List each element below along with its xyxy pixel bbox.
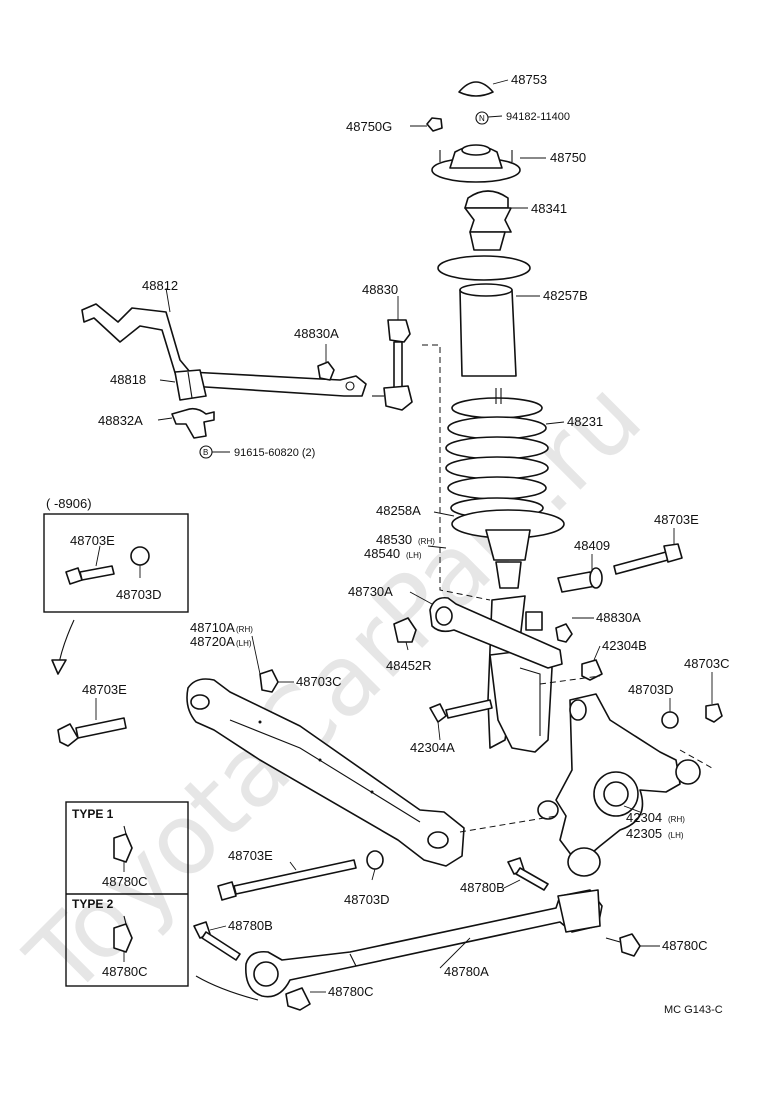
bush-48780C-bottom[interactable] [285, 987, 311, 1011]
lower-arm-48780A[interactable] [245, 889, 603, 998]
axle-carrier-42304[interactable] [537, 693, 701, 877]
label-48452R: 48452R [386, 658, 432, 673]
bolt-48703E-low[interactable] [217, 859, 357, 901]
bush-42304B[interactable] [581, 659, 603, 681]
label-42304-rh: (RH) [668, 815, 685, 824]
stabilizer-bracket-48832A[interactable] [171, 407, 215, 439]
label-48720A: 48720A [190, 634, 235, 649]
washer-48703D-low[interactable] [366, 850, 384, 870]
nut-48830A-top[interactable] [317, 361, 335, 381]
label-42304A: 42304A [410, 740, 455, 755]
bolt-48780B-left[interactable] [193, 921, 241, 961]
strut-rod-48730A[interactable] [429, 596, 563, 669]
part-labels: 48753 94182-11400 48750G 48750 48341 488… [46, 72, 730, 1016]
label-48780C-type1: 48780C [102, 874, 148, 889]
label-48703E-box: 48703E [70, 533, 115, 548]
bolt-48703E-left[interactable] [57, 717, 127, 747]
label-42304B: 42304B [602, 638, 647, 653]
label-48703C-right: 48703C [684, 656, 730, 671]
label-48703E-low: 48703E [228, 848, 273, 863]
svg-text:B: B [203, 448, 208, 457]
label-48812: 48812 [142, 278, 178, 293]
label-48703D-low: 48703D [344, 892, 390, 907]
leader-lines [95, 79, 713, 993]
label-48818: 48818 [110, 372, 146, 387]
label-48830A-top: 48830A [294, 326, 339, 341]
label-48720A-lh: (LH) [236, 639, 252, 648]
label-type-2: TYPE 2 [72, 897, 114, 911]
label-91615-60820: 91615-60820 (2) [234, 447, 315, 459]
spring-seat-48257B[interactable] [437, 255, 531, 377]
bolt-48780B-right[interactable] [507, 857, 549, 891]
label-48710A-rh: (RH) [236, 625, 253, 634]
suspension-arm-48710A[interactable] [186, 678, 465, 867]
label-48231: 48231 [567, 414, 603, 429]
label-48830: 48830 [362, 282, 398, 297]
inset-box-8906 [43, 513, 189, 613]
label-48830A-mid: 48830A [596, 610, 641, 625]
b-mark-icon: B [199, 445, 213, 459]
label-42305-lh: (LH) [668, 831, 684, 840]
svg-text:N: N [479, 114, 485, 123]
label-48258A: 48258A [376, 503, 421, 518]
label-48530: 48530 [376, 532, 412, 547]
label-48730A: 48730A [348, 584, 393, 599]
label-48780C-right: 48780C [662, 938, 708, 953]
label-48780B-right: 48780B [460, 880, 505, 895]
bush-48780C-right[interactable] [605, 933, 641, 957]
label-8906: ( -8906) [46, 496, 92, 511]
washer-48409[interactable] [557, 567, 603, 593]
label-48750: 48750 [550, 150, 586, 165]
stabilizer-link-48830[interactable] [372, 319, 413, 411]
strut-cap-48753[interactable] [458, 81, 494, 97]
label-48780C-bottom: 48780C [328, 984, 374, 999]
label-48703D-right: 48703D [628, 682, 674, 697]
suspension-support-48750[interactable] [431, 144, 521, 183]
label-48703E-left: 48703E [82, 682, 127, 697]
washer-48703D-right[interactable] [661, 711, 679, 729]
n-mark-icon: N [475, 111, 489, 125]
label-48703C-mid: 48703C [296, 674, 342, 689]
label-48409: 48409 [574, 538, 610, 553]
label-42304: 42304 [626, 810, 662, 825]
label-48780B-left: 48780B [228, 918, 273, 933]
nut-48830A-mid[interactable] [555, 623, 573, 643]
stabilizer-bar-48812[interactable] [81, 303, 367, 397]
label-type-1: TYPE 1 [72, 807, 114, 821]
label-48753: 48753 [511, 72, 547, 87]
label-48257B: 48257B [543, 288, 588, 303]
label-48341: 48341 [531, 201, 567, 216]
nut-48703C-right[interactable] [705, 703, 723, 723]
label-48703D-box: 48703D [116, 587, 162, 602]
coil-spring-48231[interactable] [445, 388, 549, 519]
type-box [65, 801, 189, 987]
label-94182-11400: 94182-11400 [506, 111, 570, 123]
label-48710A: 48710A [190, 620, 235, 635]
cushion-48452R[interactable] [393, 617, 417, 643]
label-48540-lh: (LH) [406, 551, 422, 560]
nut-48703C-mid[interactable] [259, 669, 279, 693]
bolt-48703E-right[interactable] [613, 543, 683, 575]
label-48540: 48540 [364, 546, 400, 561]
label-48780A: 48780A [444, 964, 489, 979]
label-48832A: 48832A [98, 413, 143, 428]
stabilizer-bushing-48818[interactable] [174, 369, 207, 401]
label-48530-rh: (RH) [418, 537, 435, 546]
bolt-42304A[interactable] [429, 699, 493, 723]
label-48750G: 48750G [346, 119, 392, 134]
label-42305: 42305 [626, 826, 662, 841]
bump-stopper-48341[interactable] [464, 190, 512, 251]
label-48703E-right: 48703E [654, 512, 699, 527]
nut-48750G[interactable] [426, 117, 443, 132]
diagram-code: MC G143-C [664, 1004, 723, 1016]
label-48780C-type2: 48780C [102, 964, 148, 979]
